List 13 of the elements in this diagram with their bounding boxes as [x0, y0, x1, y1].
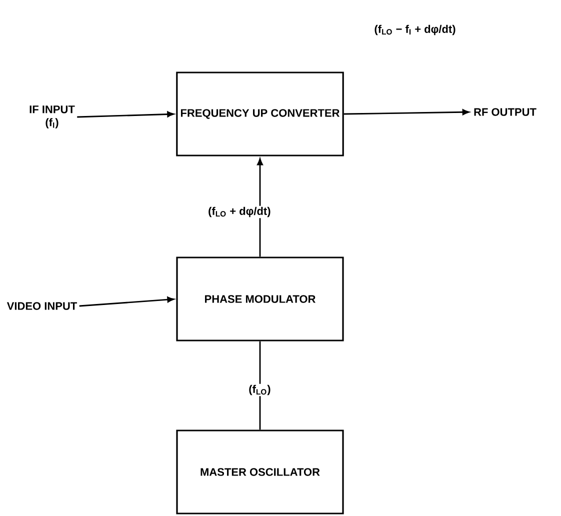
signal-label: RF OUTPUT [474, 108, 536, 116]
signal-label: IF INPUT (f$_{I}$) [30, 106, 75, 128]
signal-label: VIDEO INPUT [6, 302, 78, 310]
block-box: FREQUENCY UP CONVERTER [176, 72, 344, 156]
block-box: PHASE MODULATOR [176, 256, 344, 342]
edge-label: (f$_{LO}$ + dφ/dt) [207, 206, 272, 218]
edge-label: (f$_{LO}$) [248, 384, 272, 396]
arrow [257, 158, 263, 257]
arrow [77, 111, 174, 118]
arrow [344, 109, 470, 116]
formula-label: (f$_{LO}$ − f$_{I}$ + dφ/dt) [374, 24, 456, 36]
arrow [79, 296, 174, 307]
block-box: MASTER OSCILLATOR [176, 430, 344, 514]
